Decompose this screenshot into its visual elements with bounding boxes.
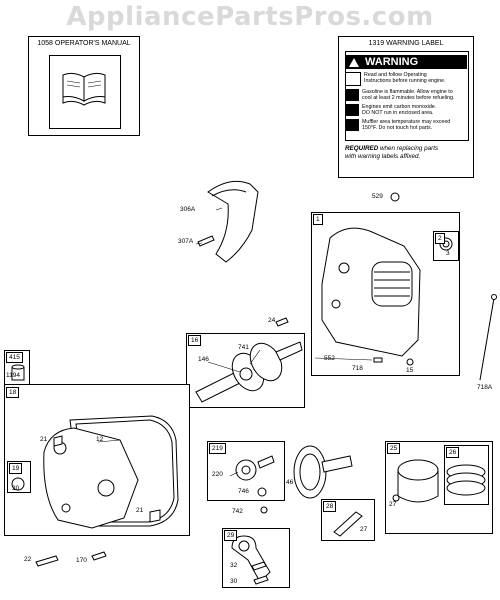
book-icon xyxy=(62,72,106,106)
bolt-22 xyxy=(35,555,59,567)
air-guide-306A xyxy=(207,180,259,263)
label-307A[interactable]: 307A xyxy=(178,238,194,245)
label-718A[interactable]: 718A xyxy=(477,384,493,391)
label-32[interactable]: 32 xyxy=(230,562,238,569)
label-27[interactable]: 27 xyxy=(389,501,397,508)
manual-frame xyxy=(49,55,121,129)
label-21b[interactable]: 21 xyxy=(136,507,144,514)
group-tag-19[interactable]: 19 xyxy=(9,463,23,474)
label-46[interactable]: 46 xyxy=(286,479,294,486)
hot-surface-icon xyxy=(345,119,359,131)
warning-heading: WARNING xyxy=(345,55,467,69)
part-746 xyxy=(257,487,267,497)
group-tag-1[interactable]: 1 xyxy=(313,214,323,225)
label-27b[interactable]: 27 xyxy=(360,526,368,533)
clip-27 xyxy=(392,494,400,502)
group-tag-29[interactable]: 29 xyxy=(224,530,238,541)
dowel-pin-718 xyxy=(373,357,383,363)
flame-icon xyxy=(345,89,359,101)
label-21a[interactable]: 21 xyxy=(40,436,48,443)
label-30[interactable]: 30 xyxy=(230,578,238,585)
label-741[interactable]: 741 xyxy=(238,344,249,351)
piston-25 xyxy=(397,459,439,481)
warning-required-note: REQUIRED when replacing parts with warni… xyxy=(345,145,439,160)
group-tag-25[interactable]: 25 xyxy=(387,443,401,454)
part-742 xyxy=(260,506,268,514)
label-22[interactable]: 22 xyxy=(24,556,32,563)
label-1194[interactable]: 1194 xyxy=(6,372,20,379)
warning-row-carbon-monoxide: Engines emit carbon monoxide.DO NOT run … xyxy=(345,104,467,116)
watermark: AppliancePartsPros.com xyxy=(66,2,434,32)
manual-title: 1058 OPERATOR'S MANUAL xyxy=(37,40,131,47)
label-220[interactable]: 220 xyxy=(212,471,223,478)
label-12[interactable]: 12 xyxy=(96,436,104,443)
label-742[interactable]: 742 xyxy=(232,508,243,515)
label-306A[interactable]: 306A xyxy=(180,206,196,213)
group-tag-415[interactable]: 415 xyxy=(6,352,23,363)
warning-label-title: 1319 WARNING LABEL xyxy=(368,40,444,47)
part-529 xyxy=(390,192,400,202)
part-15 xyxy=(406,358,414,366)
pin-170 xyxy=(91,551,107,561)
screw-24 xyxy=(275,317,289,327)
operators-manual-box[interactable]: 1058 OPERATOR'S MANUAL xyxy=(28,36,140,136)
cylinder-block xyxy=(321,227,421,357)
group-tag-2[interactable]: 2 xyxy=(435,233,445,244)
piston-pin-28 xyxy=(333,511,363,537)
label-718[interactable]: 718 xyxy=(352,365,363,372)
bolt-21b xyxy=(149,509,161,523)
label-529[interactable]: 529 xyxy=(372,193,383,200)
oil-seal-20 xyxy=(11,477,25,491)
label-146[interactable]: 146 xyxy=(198,356,209,363)
connecting-rod-29 xyxy=(231,535,271,583)
label-170[interactable]: 170 xyxy=(76,557,87,564)
label-24[interactable]: 24 xyxy=(268,317,276,324)
label-746[interactable]: 746 xyxy=(238,488,249,495)
label-20[interactable]: 20 xyxy=(12,485,20,492)
group-tag-26[interactable]: 26 xyxy=(446,447,460,458)
crankcase-cover xyxy=(43,427,139,529)
label-15[interactable]: 15 xyxy=(406,367,414,374)
screw-307A xyxy=(197,235,215,247)
warning-triangle-icon xyxy=(349,57,359,67)
gasket-12 xyxy=(69,415,179,527)
wire-718A xyxy=(479,297,495,381)
group-tag-16[interactable]: 16 xyxy=(188,335,202,346)
label-552[interactable]: 552 xyxy=(324,355,335,362)
read-manual-icon xyxy=(345,72,361,86)
bolt-32 xyxy=(251,561,267,571)
group-tag-18[interactable]: 18 xyxy=(6,387,20,398)
group-tag-219[interactable]: 219 xyxy=(209,443,226,454)
group-tag-28[interactable]: 28 xyxy=(323,501,337,512)
warning-label-box[interactable]: 1319 WARNING LABEL WARNING Read and foll… xyxy=(338,36,474,178)
label-3[interactable]: 3 xyxy=(446,250,450,257)
fumes-icon xyxy=(345,104,359,116)
bolt-21a xyxy=(53,435,63,447)
bolt-30 xyxy=(253,575,269,585)
